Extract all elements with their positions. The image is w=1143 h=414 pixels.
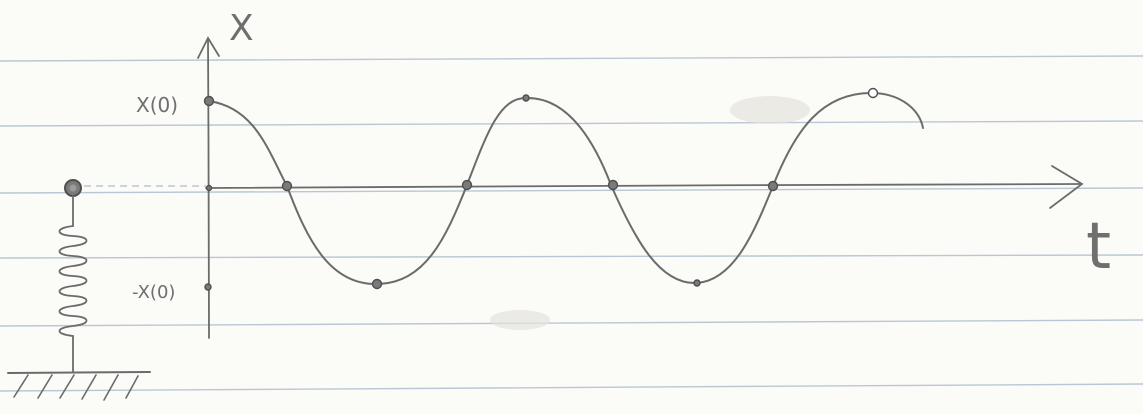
ruled-line: [0, 254, 1143, 259]
x-axis: [205, 183, 1081, 189]
smudges: [490, 96, 810, 330]
point-start-max: [203, 95, 215, 107]
point-axis-origin: [205, 184, 213, 192]
spring-diagram: [7, 179, 151, 401]
point-maximum: [522, 94, 530, 102]
cosine-curve: [208, 91, 924, 286]
ruled-line: [0, 55, 1143, 62]
negative-amplitude-label: -X(0): [132, 282, 175, 303]
y-axis: [207, 39, 210, 339]
point-negative-amplitude-tick: [204, 283, 212, 291]
ruled-line: [0, 187, 1143, 194]
point-zero-crossing: [767, 180, 779, 192]
spring-coil: [58, 225, 88, 337]
key-points: [203, 87, 879, 291]
ground-line: [7, 371, 151, 374]
point-zero-crossing: [281, 180, 293, 192]
ruled-line: [0, 383, 1143, 392]
point-zero-crossing: [461, 179, 473, 191]
point-minimum: [693, 279, 701, 287]
positive-amplitude-label: X(0): [136, 93, 178, 117]
point-maximum: [867, 87, 879, 99]
axes: [197, 36, 1084, 339]
y-axis-label: X: [229, 8, 254, 49]
point-minimum: [371, 278, 383, 290]
point-zero-crossing: [607, 179, 619, 191]
x-axis-arrowhead: [1049, 165, 1084, 209]
ground-hatch: [13, 374, 139, 401]
y-axis-arrowhead: [197, 36, 220, 59]
ruled-line: [0, 319, 1143, 327]
x-axis-label: t: [1086, 210, 1111, 284]
ruled-line: [0, 120, 1143, 127]
